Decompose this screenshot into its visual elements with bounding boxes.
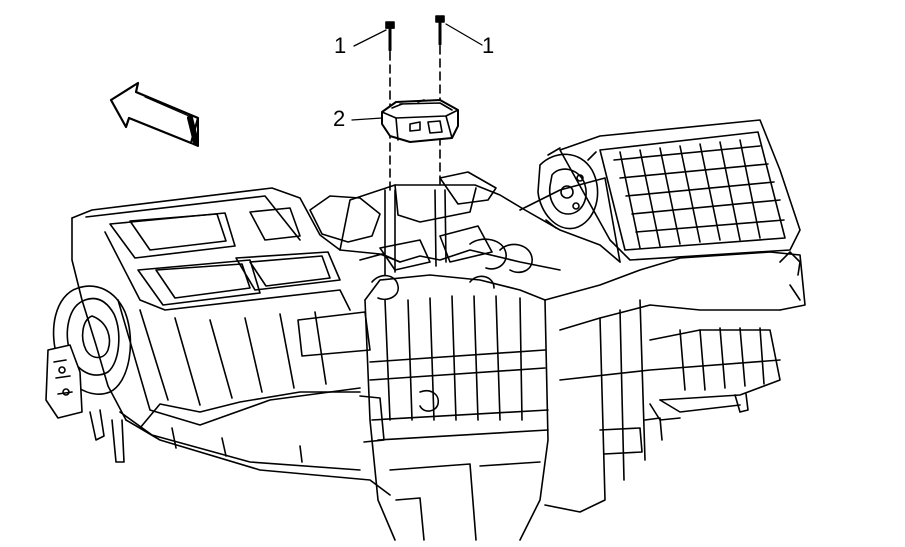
fastener-right xyxy=(435,16,446,266)
callout-1-left: 1 xyxy=(334,33,347,58)
direction-arrow-icon xyxy=(111,83,198,146)
fastener-left xyxy=(385,22,395,275)
right-housing xyxy=(520,178,805,512)
housing-details xyxy=(172,276,680,462)
center-housing xyxy=(310,172,620,540)
callout-1-right: 1 xyxy=(482,33,495,58)
callout-leaders xyxy=(352,24,482,120)
actuator xyxy=(382,100,458,142)
evaporator-grille xyxy=(560,120,800,260)
blower-motor xyxy=(46,286,130,462)
callout-2-actuator: 2 xyxy=(333,106,346,131)
hvac-housing xyxy=(72,188,400,495)
side-actuator-linkage xyxy=(538,148,598,229)
